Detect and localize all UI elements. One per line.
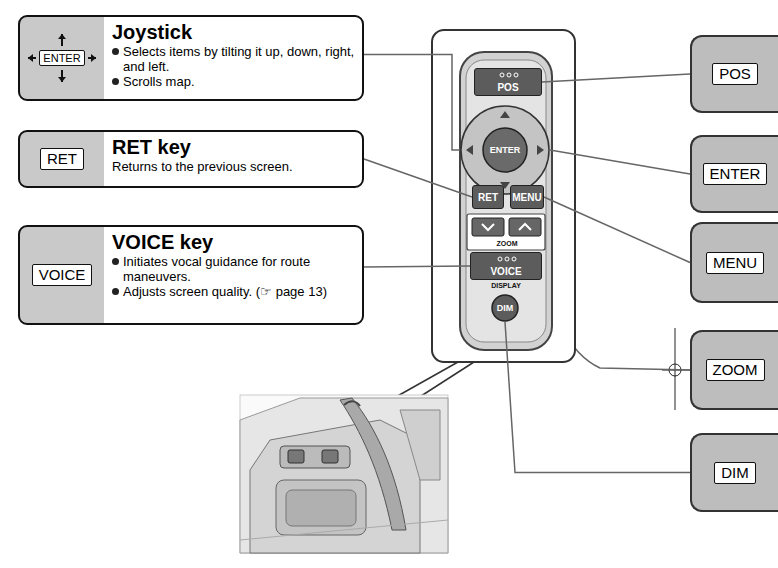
indicator-dots xyxy=(497,72,521,78)
remote-button: VOICE xyxy=(470,252,542,280)
text-row: RET key xyxy=(112,136,356,159)
direction-arrow xyxy=(466,145,473,155)
button-label: ENTER xyxy=(490,145,521,155)
bullet xyxy=(112,48,119,55)
zoom-down-chevron xyxy=(482,224,494,230)
zoom-down-button xyxy=(472,218,504,236)
zoom-up-button xyxy=(509,218,541,236)
remote-body xyxy=(460,52,552,350)
key-tab: ENTER xyxy=(690,135,778,213)
text-row: Selects items by tilting it up, down, ri… xyxy=(112,44,356,74)
text-row: Initiates vocal guidance for route maneu… xyxy=(112,254,356,284)
key-label: ENTER xyxy=(703,163,768,185)
key-heading: Joystick xyxy=(112,21,192,44)
button-label: POS xyxy=(497,82,518,93)
key-description-box: JoystickSelects items by tilting it up, … xyxy=(18,15,364,101)
dim-button: DIM xyxy=(491,294,519,322)
key-tab: POS xyxy=(690,35,778,113)
key-label: RET xyxy=(40,148,84,170)
key-heading: RET key xyxy=(112,136,191,159)
leader-line xyxy=(544,197,690,263)
key-description: Initiates vocal guidance for route maneu… xyxy=(123,254,356,284)
indicator-dots xyxy=(495,256,519,262)
text-row: Scrolls map. xyxy=(112,74,356,89)
text-row: VOICE key xyxy=(112,231,356,254)
key-description: Adjusts screen quality. (☞ page 13) xyxy=(123,284,327,299)
bullet xyxy=(112,78,119,85)
key-label: DIM xyxy=(714,462,756,484)
leader-line xyxy=(364,266,470,267)
key-description: Returns to the previous screen. xyxy=(112,159,293,174)
key-description-box: VOICE keyInitiates vocal guidance for ro… xyxy=(18,225,364,325)
leader-line xyxy=(364,159,472,197)
button-label: RET xyxy=(478,192,498,203)
key-heading: VOICE key xyxy=(112,231,213,254)
joystick-ring: ENTER xyxy=(460,105,550,195)
button-label: DIM xyxy=(497,303,514,313)
key-tab: DIM xyxy=(690,433,778,512)
leader-line xyxy=(542,74,690,82)
direction-arrow xyxy=(537,145,544,155)
key-label: MENU xyxy=(706,252,764,274)
key-tab: MENU xyxy=(690,222,778,303)
remote-button: MENU xyxy=(510,185,544,209)
key-description-box: RET keyReturns to the previous screen. RE… xyxy=(18,130,364,188)
remote-button: POS xyxy=(474,68,542,96)
key-description: Scrolls map. xyxy=(123,74,195,89)
leader-line xyxy=(505,322,690,473)
key-label: VOICE xyxy=(32,264,93,286)
detail-frame xyxy=(432,30,575,362)
zoom-bar xyxy=(467,214,545,250)
bullet xyxy=(112,288,119,295)
key-label: ENTER xyxy=(39,50,84,66)
key-icon: RET xyxy=(32,144,92,174)
remote-button: RET xyxy=(472,185,504,209)
button-label: MENU xyxy=(512,192,541,203)
button-label: VOICE xyxy=(490,266,521,277)
leader-line xyxy=(364,55,460,150)
key-description: Selects items by tilting it up, down, ri… xyxy=(123,44,356,74)
text-row: Returns to the previous screen. xyxy=(112,159,356,174)
bullet xyxy=(112,258,119,265)
zoom-up-chevron xyxy=(519,224,531,230)
text-row: Adjusts screen quality. (☞ page 13) xyxy=(112,284,356,299)
direction-arrow xyxy=(500,111,510,118)
key-icon: VOICE xyxy=(28,260,96,290)
console-illustration xyxy=(240,395,448,553)
text-row: Joystick xyxy=(112,21,356,44)
key-icon: ENTER xyxy=(26,32,98,84)
key-tab: ZOOM xyxy=(690,330,778,410)
key-label: ZOOM xyxy=(706,359,765,381)
panel-label: ZOOM xyxy=(488,240,526,247)
leader-line xyxy=(550,150,690,174)
key-label: POS xyxy=(712,63,758,85)
remote-face xyxy=(466,60,546,342)
panel-label: DISPLAY xyxy=(481,282,531,289)
